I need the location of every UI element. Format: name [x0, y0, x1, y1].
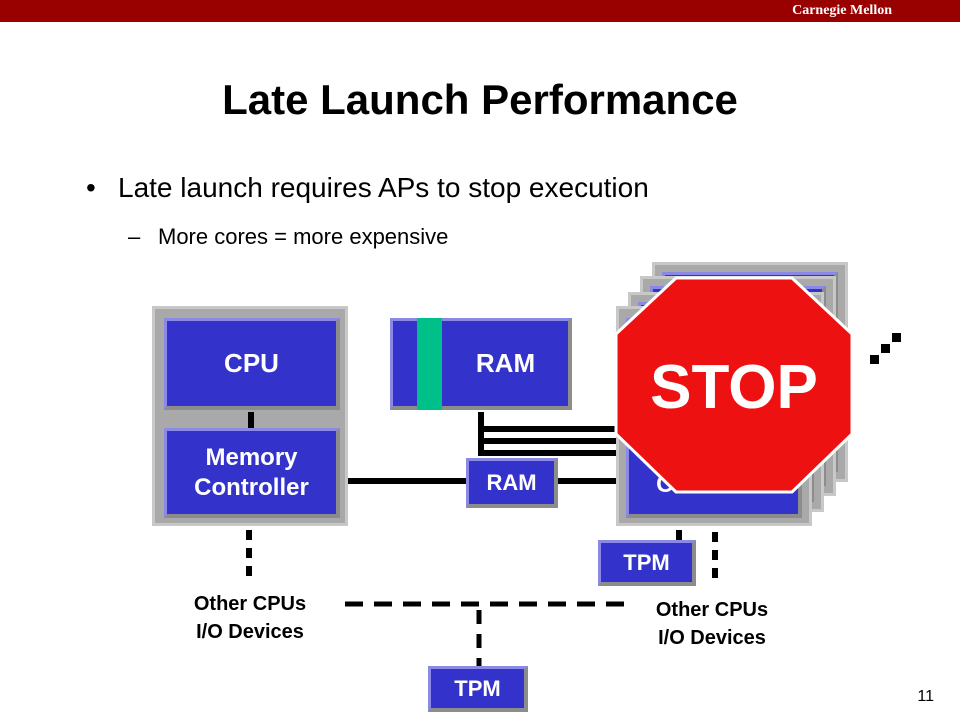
- ram-vertical-bus: [478, 412, 484, 456]
- ram-bus-2: [484, 438, 616, 444]
- tpm-bottom-label: TPM: [454, 675, 501, 701]
- dash-icon: –: [128, 224, 141, 249]
- tpm-bottom-box: TPM: [428, 666, 528, 712]
- page-number: 11: [917, 688, 934, 705]
- brand-logo: Carnegie Mellon: [792, 3, 892, 18]
- bullet-text: Late launch requires APs to stop executi…: [118, 172, 649, 203]
- memory-controller-line1: Memory: [205, 443, 298, 471]
- memory-controller-line2: Controller: [194, 473, 309, 501]
- header-bar: [0, 0, 960, 22]
- ram-label: RAM: [475, 348, 536, 379]
- cpu-box: CPU: [164, 318, 340, 410]
- tpm-right-label: TPM: [623, 549, 670, 575]
- other-cpus-left: Other CPUs: [193, 593, 307, 615]
- ram-protected-region: [417, 318, 442, 410]
- more-dot-3: [892, 333, 901, 342]
- ram-bus-1: [484, 426, 616, 432]
- io-devices-right: I/O Devices: [658, 627, 766, 649]
- tpm-right-box: TPM: [598, 540, 696, 586]
- cpu-link: [248, 412, 254, 428]
- more-dot-2: [881, 344, 890, 353]
- more-dot-1: [870, 355, 879, 364]
- ram-bus-box: RAM: [466, 458, 558, 508]
- cpu-label: CPU: [224, 348, 279, 379]
- sub-bullet-text: More cores = more expensive: [158, 224, 449, 249]
- ram-bus-label: RAM: [486, 469, 537, 495]
- memory-controller-box: Memory Controller: [164, 428, 340, 518]
- stop-text: STOP: [650, 353, 818, 422]
- bullet-dot-icon: •: [86, 172, 96, 203]
- stop-sign-icon: [614, 276, 854, 494]
- other-cpus-right: Other CPUs: [655, 599, 769, 621]
- other-devices-left: Other CPUs I/O Devices: [152, 590, 348, 646]
- slide-title: Late Launch Performance: [222, 76, 738, 123]
- io-devices-left: I/O Devices: [196, 621, 304, 643]
- ram-bus-3: [484, 450, 616, 456]
- other-devices-right: Other CPUs I/O Devices: [614, 596, 810, 652]
